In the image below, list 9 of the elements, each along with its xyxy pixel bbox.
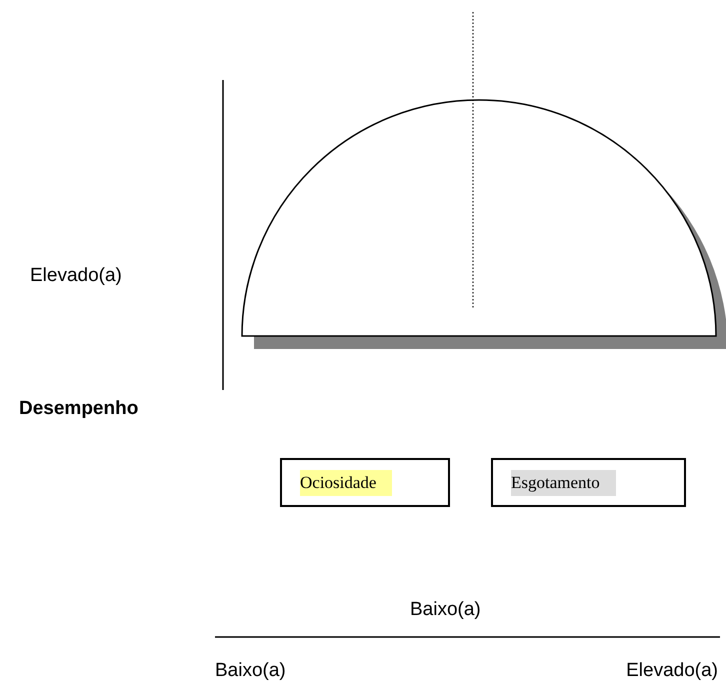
axis-label: Elevado(a) <box>626 659 718 683</box>
axis-label: Baixo(a) <box>215 659 286 683</box>
text-box <box>280 458 450 507</box>
axis-label: Baixo(a) <box>410 598 481 622</box>
axis-label: Elevado(a) <box>30 264 122 288</box>
text-box <box>491 458 686 507</box>
highlighted-text: Esgotamento <box>511 470 616 496</box>
highlighted-text: Ociosidade <box>300 470 392 496</box>
axis-label: Desempenho <box>19 397 138 421</box>
